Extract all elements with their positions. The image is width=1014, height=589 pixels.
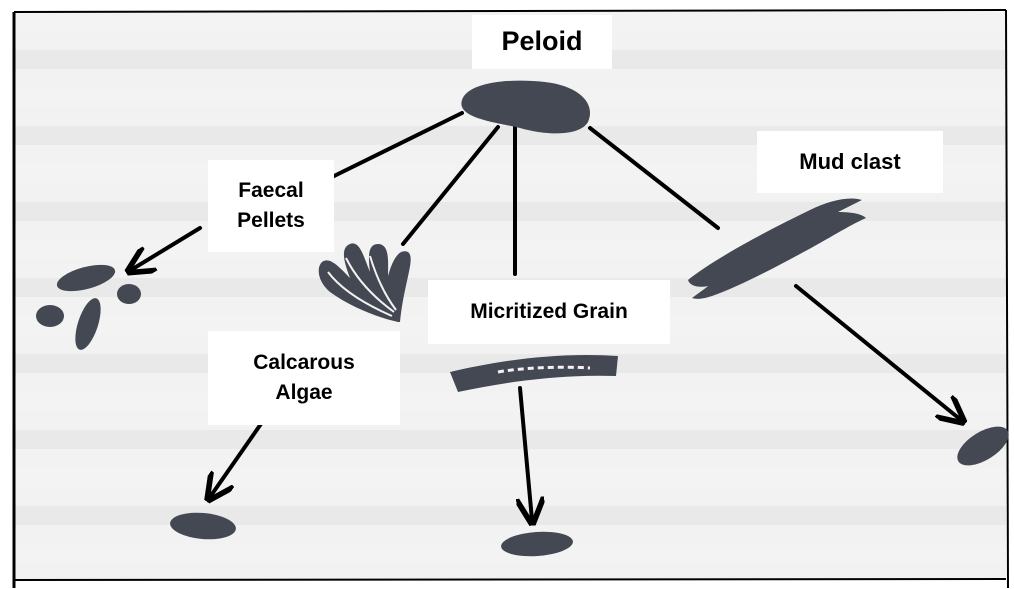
mud-clast-label-text: Mud clast	[799, 146, 900, 178]
paper-scan-band	[14, 392, 1006, 411]
paper-scan-band	[14, 468, 1006, 487]
label-peloid: Peloid	[472, 15, 612, 69]
label-mud-clast: Mud clast	[757, 131, 943, 193]
algae-label-line-1: Calcarous	[253, 348, 355, 378]
paper-scan-band	[14, 430, 1006, 449]
faecal-label-line-1: Faecal	[238, 176, 303, 206]
peloid-label-text: Peloid	[501, 22, 582, 61]
label-calcarous-algae: Calcarous Algae	[208, 331, 400, 425]
faecal-label-line-2: Pellets	[237, 206, 305, 236]
faecal-pellet	[117, 284, 141, 304]
micritized-label-text: Micritized Grain	[470, 297, 628, 327]
algae-label-line-2: Algae	[275, 378, 332, 408]
label-micritized-grain: Micritized Grain	[428, 280, 670, 344]
faecal-pellet	[36, 305, 64, 327]
label-faecal-pellets: Faecal Pellets	[208, 160, 334, 252]
paper-scan-band	[14, 506, 1006, 525]
